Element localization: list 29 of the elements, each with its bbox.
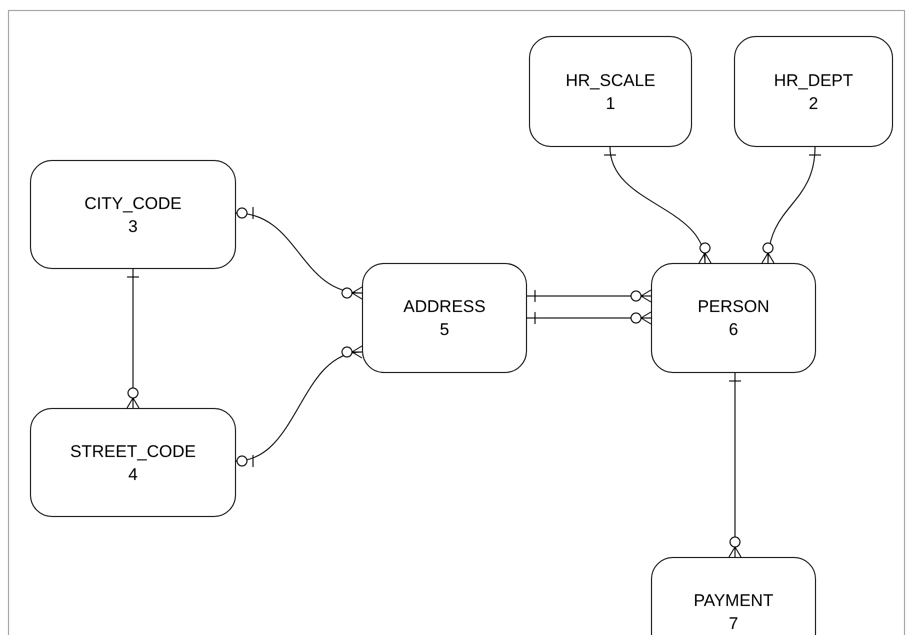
entity-name: ADDRESS [403,296,486,318]
entity-number: 1 [606,92,616,114]
entity-name: PERSON [698,296,770,318]
relationship-line [604,146,712,264]
relationship-line [728,372,742,558]
relationship-line [762,146,821,264]
entity-name: PAYMENT [694,590,774,612]
entity-number: 6 [728,319,738,341]
relationship-line [526,312,652,324]
entity-box [529,36,692,147]
entity-box [30,408,236,517]
entity-name: HR_SCALE [566,70,656,92]
relationship-line [236,346,364,466]
relationship-line [526,290,652,302]
entity-box [30,160,236,269]
entity-box [734,36,893,147]
entity-number: 4 [128,464,138,486]
entity-name: CITY_CODE [84,192,182,214]
entity-box [651,557,816,635]
relationship-line [236,208,364,300]
entity-box [362,263,527,373]
entity-number: 2 [808,92,818,114]
entity-number: 5 [440,319,450,341]
relationship-line [126,268,140,408]
entity-number: 7 [728,613,738,635]
entity-name: STREET_CODE [70,440,196,462]
entity-box [651,263,816,373]
entity-number: 3 [128,216,138,238]
entity-name: HR_DEPT [774,70,854,92]
